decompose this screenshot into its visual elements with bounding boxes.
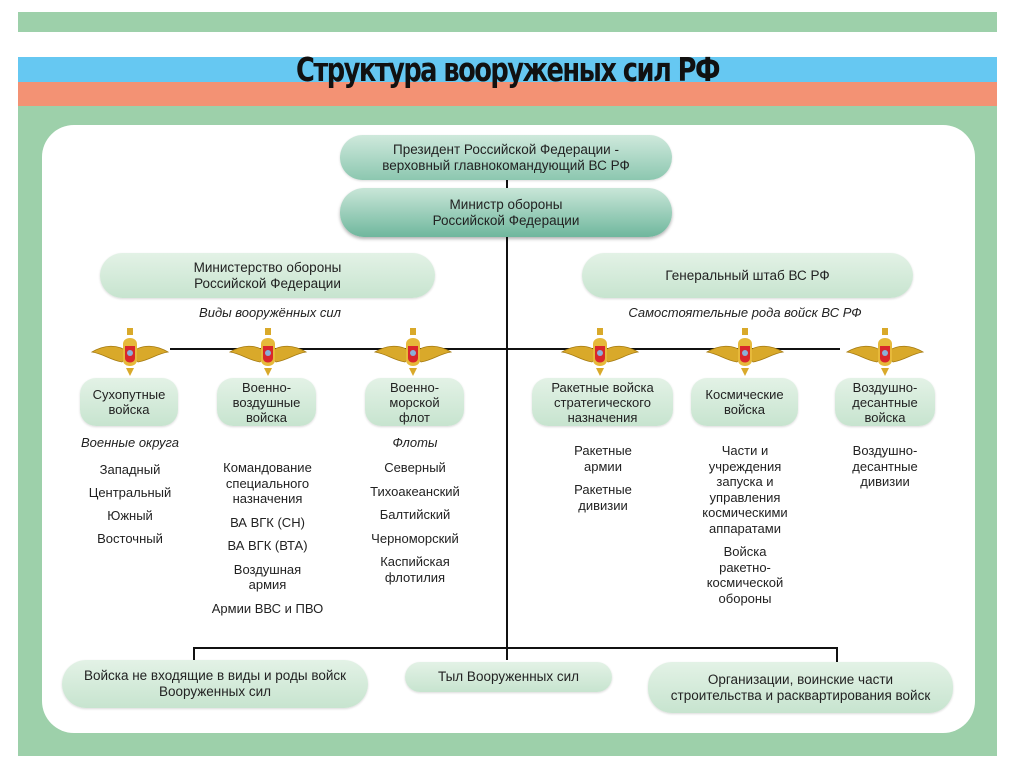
connector-bottom-left bbox=[193, 647, 195, 660]
list-item: Тихоакеанский bbox=[370, 483, 460, 499]
list-ground-forces: Западный Центральный Южный Восточный bbox=[60, 462, 200, 554]
list-item: Центральный bbox=[88, 485, 172, 500]
list-item: Черноморский bbox=[371, 530, 459, 546]
connector-main-vertical bbox=[506, 180, 508, 660]
list-space-forces: Части и учреждения запуска и управления … bbox=[685, 443, 805, 614]
node-president: Президент Российской Федерации - верховн… bbox=[340, 135, 672, 180]
branch-airborne: Воздушно-десантные войска bbox=[835, 378, 935, 426]
connector-bottom-row bbox=[193, 647, 838, 649]
list-air-force: Командование специального назначения ВА … bbox=[200, 460, 335, 624]
subtitle-fleets: Флоты bbox=[392, 435, 438, 450]
list-item: Воздушно-десантные дивизии bbox=[852, 443, 918, 489]
list-item: Северный bbox=[384, 460, 446, 475]
flag-stripe-white bbox=[18, 32, 997, 57]
category-right: Самостоятельные рода войск ВС РФ bbox=[628, 305, 862, 320]
connector-bottom-right bbox=[836, 647, 838, 662]
list-item: Части и учреждения запуска и управления … bbox=[702, 443, 788, 536]
branch-navy: Военно-морской флот bbox=[365, 378, 464, 426]
list-item: Западный bbox=[99, 462, 161, 477]
list-item: Восточный bbox=[97, 531, 163, 546]
emblem-air-force-icon bbox=[229, 327, 307, 376]
node-minister: Министр обороны Российской Федерации bbox=[340, 188, 672, 237]
list-item: Армии ВВС и ПВО bbox=[211, 600, 324, 616]
branch-strategic-missile: Ракетные войска стратегического назначен… bbox=[532, 378, 673, 426]
node-ministry: Министерство обороны Российской Федераци… bbox=[100, 253, 435, 298]
emblem-space-forces-icon bbox=[706, 327, 784, 376]
list-item: Ракетные дивизии bbox=[574, 482, 632, 513]
emblem-navy-icon bbox=[374, 327, 452, 376]
node-general-staff: Генеральный штаб ВС РФ bbox=[582, 253, 913, 298]
list-item: Каспийская флотилия bbox=[380, 554, 450, 585]
list-navy: Северный Тихоакеанский Балтийский Черном… bbox=[345, 460, 485, 593]
list-item: Балтийский bbox=[379, 507, 451, 522]
list-item: Южный bbox=[107, 508, 153, 523]
emblem-airborne-icon bbox=[846, 327, 924, 376]
branch-ground-forces: Сухопутные войска bbox=[80, 378, 178, 426]
subtitle-military-districts: Военные округа bbox=[80, 435, 179, 450]
list-strategic-missile: Ракетные армии Ракетные дивизии bbox=[553, 443, 653, 521]
flag-stripe-red bbox=[18, 82, 997, 106]
page-title: Структура вооруженых сил РФ bbox=[296, 50, 720, 89]
flag-stripe-blue bbox=[18, 57, 997, 82]
branch-air-force: Военно-воздушные войска bbox=[217, 378, 316, 426]
list-item: Воздушная армия bbox=[233, 561, 302, 593]
connector-emblem-row bbox=[170, 348, 840, 350]
list-item: ВА ВГК (ВТА) bbox=[227, 538, 308, 553]
list-item: Войска ракетно-космической обороны bbox=[706, 544, 784, 606]
list-item: ВА ВГК (СН) bbox=[230, 514, 305, 530]
node-other-troops: Войска не входящие в виды и роды войск В… bbox=[62, 660, 368, 708]
node-construction: Организации, воинские части строительств… bbox=[648, 662, 953, 713]
list-item: Ракетные армии bbox=[574, 443, 632, 474]
node-logistics: Тыл Вооруженных сил bbox=[405, 662, 612, 692]
list-item: Командование специального назначения bbox=[223, 460, 312, 506]
category-left: Виды вооружённых сил bbox=[199, 305, 341, 320]
list-airborne: Воздушно-десантные дивизии bbox=[835, 443, 935, 498]
branch-space-forces: Космические войска bbox=[691, 378, 798, 426]
emblem-ground-forces-icon bbox=[91, 327, 169, 376]
emblem-strategic-missile-icon bbox=[561, 327, 639, 376]
